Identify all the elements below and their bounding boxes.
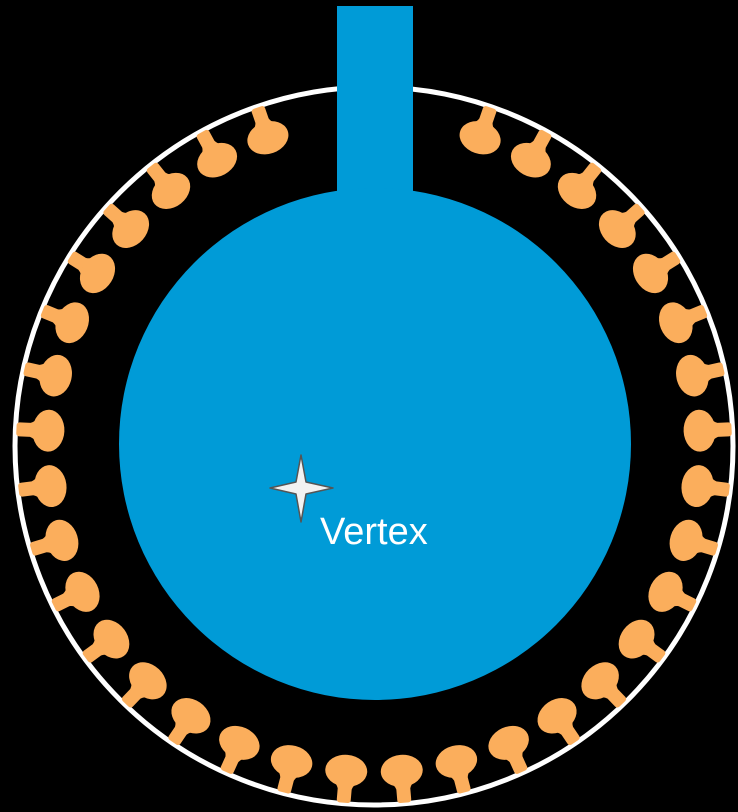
vertex-label: Vertex bbox=[320, 511, 428, 553]
body-stem bbox=[337, 6, 413, 206]
body-disc bbox=[119, 188, 631, 700]
